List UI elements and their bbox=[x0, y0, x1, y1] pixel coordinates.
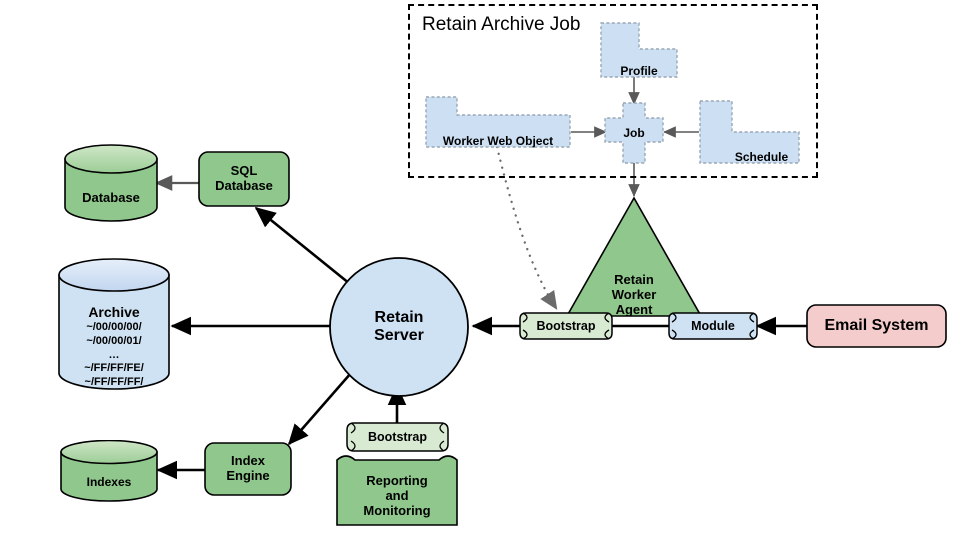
node-profile[interactable]: Profile bbox=[600, 22, 678, 78]
node-archive-title: Archive bbox=[88, 304, 140, 321]
node-bootstrap-agent-label: Bootstrap bbox=[536, 318, 596, 333]
node-retain-server[interactable]: Retain Server bbox=[328, 256, 470, 398]
retain-archive-job-title: Retain Archive Job bbox=[422, 14, 581, 35]
node-database[interactable]: Database bbox=[64, 144, 158, 222]
node-indexes[interactable]: Indexes bbox=[60, 440, 158, 502]
node-schedule[interactable]: Schedule bbox=[699, 100, 800, 164]
node-sql-database-label: SQL Database bbox=[215, 163, 273, 193]
node-bootstrap-reporting[interactable]: Bootstrap bbox=[346, 422, 449, 452]
node-bootstrap-agent[interactable]: Bootstrap bbox=[519, 312, 613, 340]
node-job-label: Job bbox=[623, 126, 645, 140]
node-indexes-label: Indexes bbox=[86, 475, 132, 489]
node-database-label: Database bbox=[82, 189, 140, 205]
archive-path-4: ~/FF/FF/FF/ bbox=[84, 376, 144, 389]
archive-path-3: ~/FF/FF/FE/ bbox=[84, 362, 144, 375]
node-schedule-label: Schedule bbox=[734, 150, 789, 164]
node-job[interactable]: Job bbox=[604, 102, 664, 164]
node-index-engine[interactable]: Index Engine bbox=[204, 442, 292, 496]
node-reporting-monitoring[interactable]: Reporting and Monitoring bbox=[336, 451, 458, 526]
node-email-system-label: Email System bbox=[824, 316, 929, 334]
node-reporting-monitoring-label: Reporting and Monitoring bbox=[363, 473, 431, 518]
node-sql-database[interactable]: SQL Database bbox=[198, 151, 290, 207]
node-profile-label: Profile bbox=[620, 64, 658, 78]
archive-path-1: ~/00/00/01/ bbox=[86, 334, 142, 347]
node-archive-lines: ~/00/00/00/ ~/00/00/01/ … ~/FF/FF/FE/ ~/… bbox=[84, 321, 144, 390]
node-module-label: Module bbox=[691, 318, 735, 333]
node-archive[interactable]: Archive ~/00/00/00/ ~/00/00/01/ … ~/FF/F… bbox=[58, 258, 170, 392]
archive-path-0: ~/00/00/00/ bbox=[86, 321, 142, 334]
node-module[interactable]: Module bbox=[668, 312, 758, 340]
node-worker-web-object-label: Worker Web Object bbox=[442, 134, 554, 148]
retain-archive-job-group bbox=[408, 4, 818, 178]
node-index-engine-label: Index Engine bbox=[226, 453, 270, 483]
node-bootstrap-reporting-label: Bootstrap bbox=[367, 429, 428, 444]
archive-path-ellipsis: … bbox=[108, 348, 120, 361]
node-retain-worker-agent[interactable]: Retain Worker Agent bbox=[565, 196, 703, 318]
node-email-system[interactable]: Email System bbox=[806, 304, 947, 348]
node-worker-web-object[interactable]: Worker Web Object bbox=[425, 96, 571, 148]
node-retain-worker-agent-label: Retain Worker Agent bbox=[611, 272, 657, 318]
node-retain-server-label: Retain Server bbox=[374, 308, 424, 344]
